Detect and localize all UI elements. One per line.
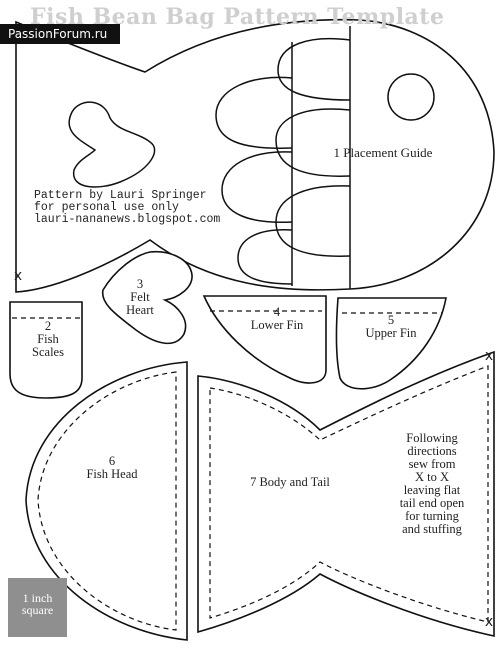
scale-2 — [215, 76, 293, 149]
piece-7-label: 7 Body and Tail — [250, 475, 330, 489]
heart-placement — [68, 101, 156, 188]
piece-6-label: 6 Fish Head — [86, 454, 138, 481]
piece-7-outline — [197, 350, 495, 637]
piece-2-outline — [9, 301, 83, 399]
scale-5 — [275, 185, 351, 257]
scale-3 — [275, 108, 351, 177]
scale-1 — [277, 37, 351, 101]
piece-1-label: 1 Placement Guide — [333, 145, 433, 160]
scale-4 — [221, 151, 293, 223]
piece-7-stitch-line — [209, 365, 489, 623]
piece-5-label: 5 Upper Fin — [365, 313, 417, 340]
sew-mark-x: x — [484, 348, 494, 364]
site-badge[interactable]: PassionForum.ru — [0, 24, 120, 44]
piece-5-outline — [335, 297, 447, 390]
piece-4-label: 4 Lower Fin — [250, 305, 304, 332]
credit-line: lauri-nananews.blogspot.com — [34, 213, 221, 226]
piece-2-label: 2 Fish Scales — [32, 319, 64, 359]
piece-3-outline — [102, 250, 193, 345]
piece-6-stitch-line — [37, 371, 177, 631]
credit-line: Pattern by Lauri Springer — [34, 189, 207, 202]
one-inch-square: 1 inch square — [8, 578, 67, 637]
fish-eye — [387, 73, 435, 121]
piece-3-label: 3 Felt Heart — [126, 277, 154, 317]
scale-6 — [237, 229, 293, 285]
credit-line: for personal use only — [34, 201, 179, 214]
sew-mark-x: x — [484, 614, 494, 630]
sewing-directions: Following directions sew from X to X lea… — [399, 431, 465, 536]
pattern-credit: Pattern by Lauri Springer for personal u… — [34, 190, 220, 226]
piece-4-outline — [202, 295, 327, 384]
sew-mark-x: x — [13, 268, 23, 284]
